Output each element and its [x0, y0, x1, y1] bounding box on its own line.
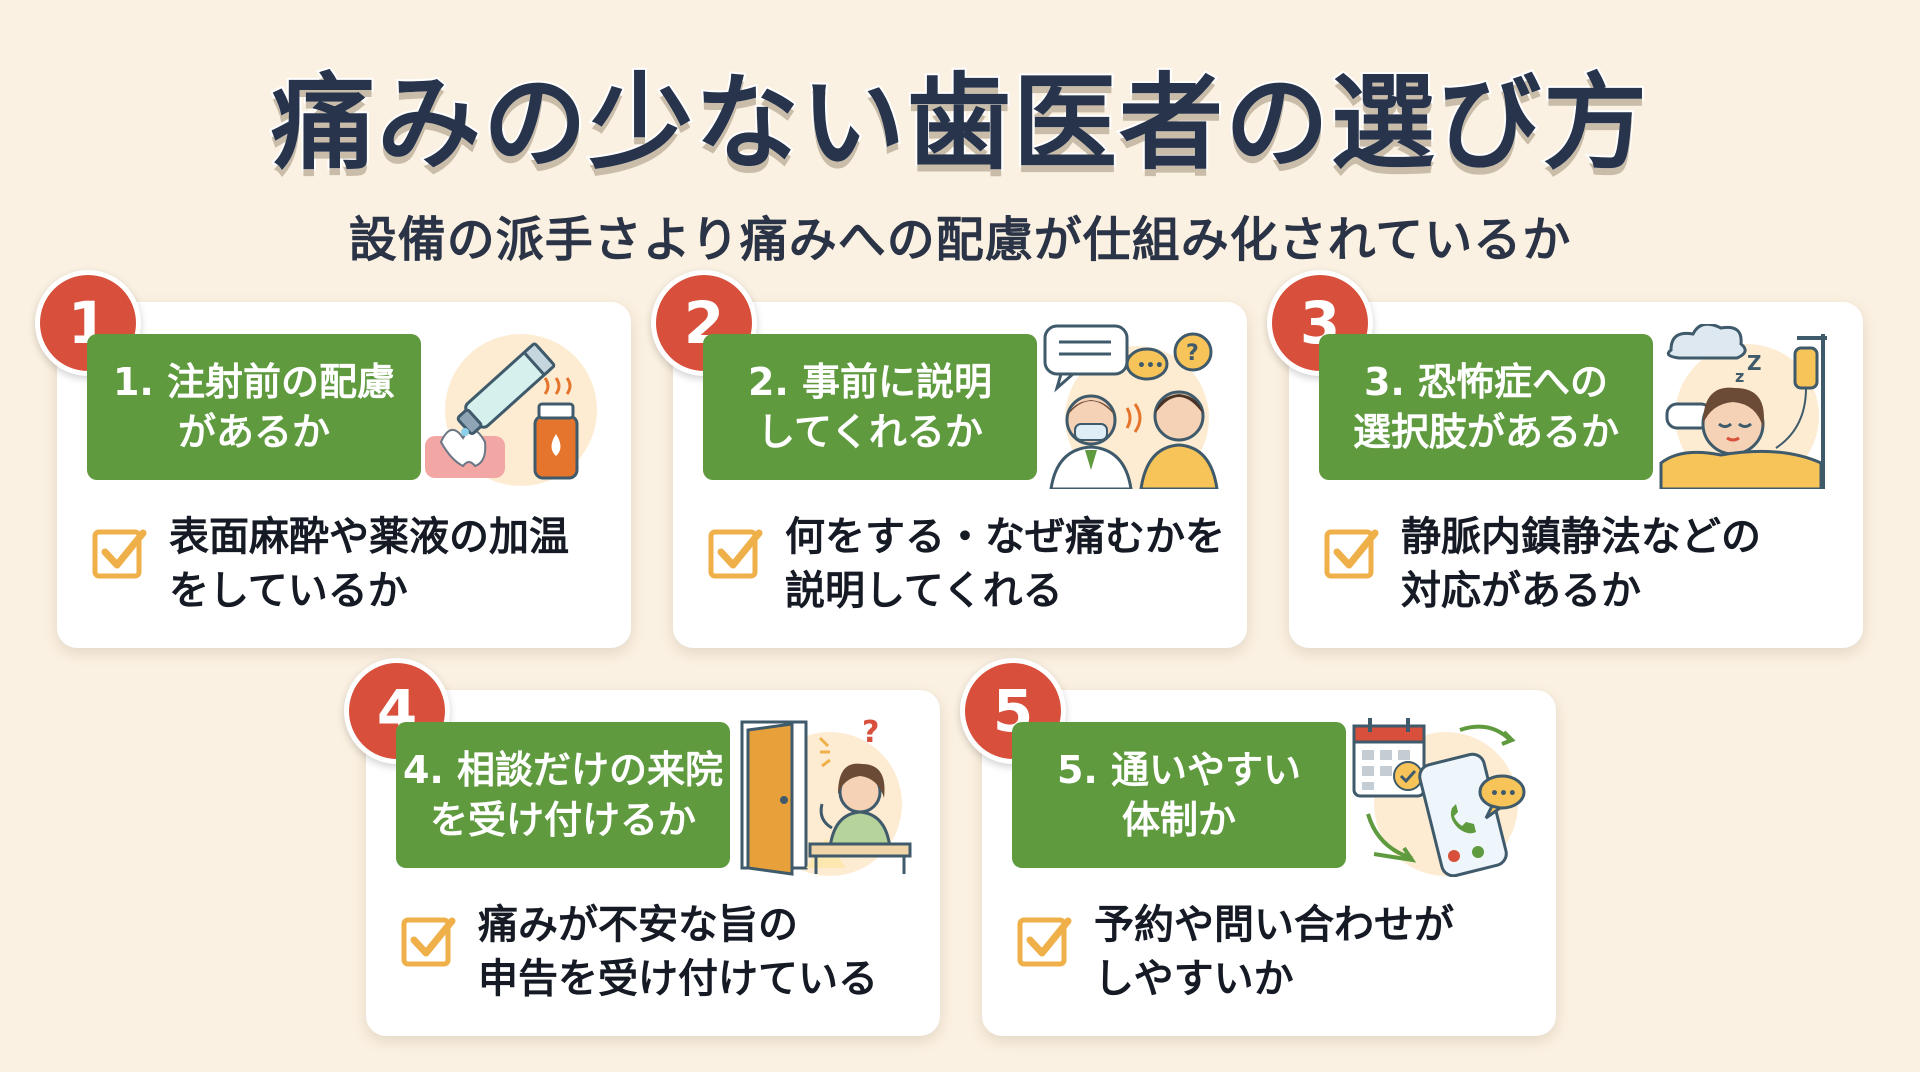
- card-4: 4 4. 相談だけの来院を受け付けるか ? 痛みが不安な旨の申告を受け付けている: [344, 658, 940, 1036]
- card-heading: 3. 恐怖症への選択肢があるか: [1319, 334, 1653, 480]
- card-heading-line: 選択肢があるか: [1352, 410, 1619, 454]
- svg-text:•••: •••: [1137, 358, 1164, 374]
- svg-text:?: ?: [862, 715, 879, 750]
- card-description: 痛みが不安な旨の申告を受け付けている: [478, 898, 924, 1006]
- calendar-phone-icon: •••: [1352, 718, 1526, 877]
- sedated-patient-icon: z Z: [1659, 324, 1827, 489]
- checkbox-check-icon: [401, 917, 456, 967]
- anesthetic-tube-icon: [425, 334, 597, 486]
- svg-text:Z: Z: [1747, 351, 1762, 375]
- card-heading-line: を受け付けるか: [429, 798, 696, 842]
- card-description-line: しやすいか: [1094, 956, 1294, 1002]
- checkbox-check-icon: [1324, 529, 1379, 579]
- card-heading-line: 3. 恐怖症への: [1363, 360, 1609, 404]
- card-heading-line: してくれるか: [757, 410, 983, 454]
- svg-text:z: z: [1735, 367, 1744, 386]
- checkbox-check-icon: [92, 529, 147, 579]
- card-heading-line: 体制か: [1121, 798, 1236, 842]
- card-description-line: 表面麻酔や薬液の加温: [169, 514, 569, 560]
- card-heading-line: 2. 事前に説明: [747, 360, 993, 404]
- card-description: 静脈内鎮静法などの対応があるか: [1401, 510, 1847, 618]
- card-3: 3 3. 恐怖症への選択肢があるか z Z 静脈内鎮静法などの対応があるか: [1267, 270, 1863, 648]
- card-description: 表面麻酔や薬液の加温をしているか: [169, 510, 615, 618]
- card-heading-line: 5. 通いやすい: [1056, 748, 1302, 792]
- card-heading-line: 4. 相談だけの来院: [402, 748, 724, 792]
- reception-door-icon: ?: [740, 715, 912, 876]
- card-description-line: 痛みが不安な旨の: [478, 902, 798, 948]
- card-description: 何をする・なぜ痛むかを説明してくれる: [785, 510, 1231, 618]
- svg-text:•••: •••: [1490, 786, 1517, 802]
- card-description: 予約や問い合わせがしやすいか: [1094, 898, 1540, 1006]
- card-heading: 1. 注射前の配慮があるか: [87, 334, 421, 480]
- card-heading: 2. 事前に説明してくれるか: [703, 334, 1037, 480]
- card-5: 5 5. 通いやすい体制か ••• 予約や問い合わせがしやすいか: [960, 658, 1556, 1036]
- card-description-line: 静脈内鎮静法などの: [1401, 514, 1761, 560]
- checkbox-check-icon: [708, 529, 763, 579]
- card-2: 2 2. 事前に説明してくれるか ••• ? 何をする・なぜ痛むかを説明してくれ…: [651, 270, 1247, 648]
- card-heading: 4. 相談だけの来院を受け付けるか: [396, 722, 730, 868]
- page-subtitle: 設備の派手さより痛みへの配慮が仕組み化されているか: [348, 212, 1572, 268]
- card-heading: 5. 通いやすい体制か: [1012, 722, 1346, 868]
- doctor-patient-conversation-icon: ••• ?: [1043, 324, 1219, 489]
- card-description-line: 説明してくれる: [785, 568, 1063, 614]
- card-heading-line: 1. 注射前の配慮: [112, 360, 396, 404]
- card-description-line: 対応があるか: [1401, 568, 1641, 614]
- card-1: 1 1. 注射前の配慮があるか 表面麻酔や薬液の加温をしているか: [35, 270, 631, 648]
- card-description-line: 予約や問い合わせが: [1094, 902, 1454, 948]
- svg-text:?: ?: [1186, 341, 1199, 366]
- checkbox-check-icon: [1017, 917, 1072, 967]
- card-heading-line: があるか: [177, 410, 330, 454]
- card-description-line: をしているか: [169, 568, 408, 614]
- card-description-line: 何をする・なぜ痛むかを: [785, 514, 1225, 560]
- page-title: 痛みの少ない歯医者の選び方: [269, 60, 1649, 186]
- card-description-line: 申告を受け付けている: [478, 956, 878, 1002]
